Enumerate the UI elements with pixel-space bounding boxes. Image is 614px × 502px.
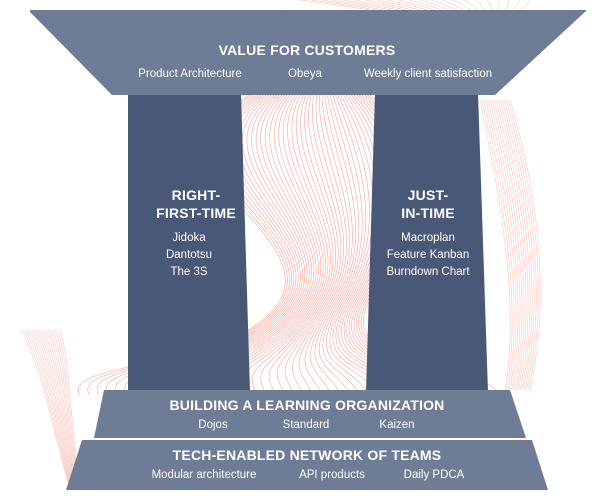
wave-line-right <box>495 99 527 391</box>
right-pillar-title-line1: JUST- <box>407 187 449 203</box>
roof-title: VALUE FOR CUSTOMERS <box>218 42 396 58</box>
left-pillar-item-3s: The 3S <box>170 266 208 278</box>
wave-line-right <box>507 99 539 391</box>
wave-line-left <box>40 329 76 491</box>
right-pillar-item-feature-kanban: Feature Kanban <box>386 249 470 261</box>
wave-line-right <box>489 99 521 391</box>
foundation-upper-item-standard: Standard <box>282 419 330 431</box>
wave-line <box>284 94 339 396</box>
wave-line <box>260 94 331 396</box>
left-pillar-title-line1: RIGHT- <box>171 187 221 203</box>
roof <box>30 10 586 95</box>
wave-line-left <box>19 329 71 491</box>
foundation-lower <box>66 440 548 490</box>
wave-line-right <box>481 99 513 391</box>
right-pillar-item-burndown-chart: Burndown Chart <box>386 266 470 278</box>
right-pillar <box>366 93 488 392</box>
foundation-lower-item-modular-architecture: Modular architecture <box>151 469 257 481</box>
wave-line-right <box>485 99 517 391</box>
wave-line-right <box>501 99 533 391</box>
wave-line-left <box>38 329 75 491</box>
wave-line-left <box>45 329 77 491</box>
wave-line <box>268 94 334 396</box>
wave-line <box>277 94 336 396</box>
wave-line-left <box>48 329 78 491</box>
wave-line-left <box>43 329 77 491</box>
wave-line-right <box>505 99 537 391</box>
foundation-upper <box>94 390 526 438</box>
wave-line <box>309 94 350 396</box>
wave-line-left <box>26 329 73 491</box>
right-pillar-title-line2: IN-TIME <box>401 205 455 221</box>
wave-line-left <box>31 329 74 491</box>
wave-line-right <box>497 99 529 391</box>
wave-line-right <box>493 99 525 391</box>
left-pillar-title-line2: FIRST-TIME <box>156 205 236 221</box>
wave-line-right <box>487 99 519 391</box>
wave-line <box>318 94 356 396</box>
roof-item-weekly-client-satisfaction: Weekly client satisfaction <box>363 68 493 80</box>
left-pillar-item-jidoka: Jidoka <box>172 232 206 244</box>
wave-line-left <box>24 329 72 491</box>
wave-line-right <box>503 99 535 391</box>
wave-line-left <box>29 329 73 491</box>
wave-line-left <box>36 329 75 491</box>
left-pillar <box>128 93 250 392</box>
wave-line-right <box>483 99 515 391</box>
wave-line <box>298 94 344 396</box>
wave-line <box>332 94 389 396</box>
wave-line-left <box>33 329 74 491</box>
wave-line-right <box>499 99 531 391</box>
roof-item-obeya: Obeya <box>288 68 322 80</box>
roof-item-product-architecture: Product Architecture <box>138 68 242 80</box>
left-pillar-item-dantotsu: Dantotsu <box>165 249 213 261</box>
foundation-lower-item-api-products: API products <box>299 469 365 481</box>
wave-line-right <box>479 99 511 391</box>
foundation-lower-item-daily-pdca: Daily PDCA <box>403 469 465 481</box>
wave-line <box>292 94 342 396</box>
wave-line-left <box>22 329 71 491</box>
wave-line <box>322 94 361 396</box>
wave-line <box>304 94 347 396</box>
wave-line <box>251 94 329 396</box>
wave-line-right <box>509 99 541 391</box>
foundation-upper-title: BUILDING A LEARNING ORGANIZATION <box>169 397 445 413</box>
foundation-lower-title: TECH-ENABLED NETWORK OF TEAMS <box>172 447 442 463</box>
wave-line-right <box>491 99 523 391</box>
foundation-upper-item-dojos: Dojos <box>198 419 228 431</box>
foundation-upper-item-kaizen: Kaizen <box>379 419 415 431</box>
wave-line <box>314 94 353 396</box>
wave-line <box>329 94 379 396</box>
right-pillar-item-macroplan: Macroplan <box>401 232 455 244</box>
wave-line <box>326 94 370 396</box>
